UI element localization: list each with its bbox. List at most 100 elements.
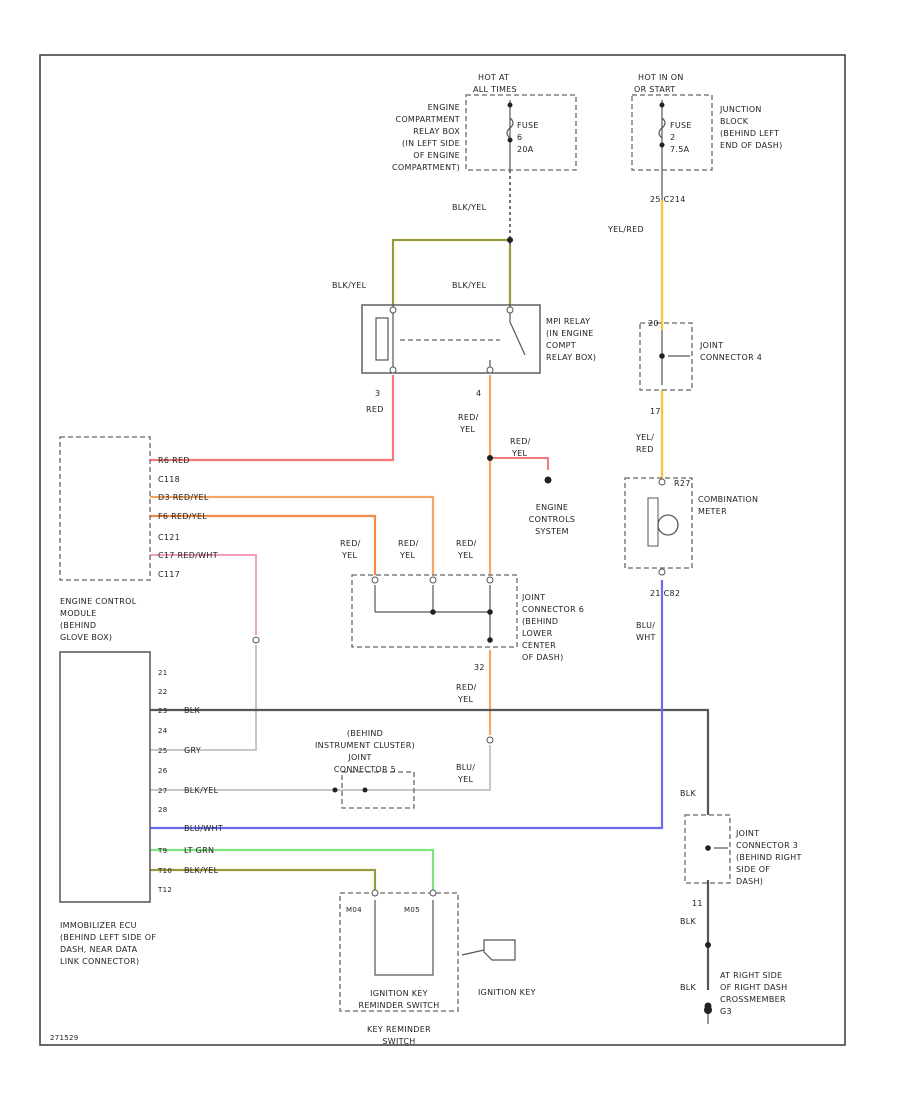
label-ignition-key: IGNITION KEY <box>478 988 536 997</box>
svg-text:BLU/: BLU/ <box>636 621 655 630</box>
svg-text:(BEHIND LEFT SIDE OF: (BEHIND LEFT SIDE OF <box>60 933 156 942</box>
svg-text:HOT AT: HOT AT <box>478 73 509 82</box>
label-fuse-left: FUSE 6 20A <box>517 121 539 154</box>
label-imm-wire-gry: GRY <box>184 746 201 755</box>
svg-text:(BEHIND LEFT: (BEHIND LEFT <box>720 129 779 138</box>
svg-text:YEL/: YEL/ <box>635 433 654 442</box>
label-wire-red-yel-c: RED/ YEL <box>456 539 476 560</box>
label-ground: AT RIGHT SIDE OF RIGHT DASH CROSSMEMBER … <box>720 971 787 1016</box>
svg-text:FUSE: FUSE <box>517 121 539 130</box>
label-figure-code: 271529 <box>50 1034 79 1042</box>
svg-text:22: 22 <box>158 688 168 696</box>
svg-text:OR START: OR START <box>634 85 675 94</box>
label-imm-wire-lt-grn: LT GRN <box>184 846 214 855</box>
svg-text:7.5A: 7.5A <box>670 145 690 154</box>
svg-text:(BEHIND: (BEHIND <box>60 621 96 630</box>
svg-text:CENTER: CENTER <box>522 641 556 650</box>
mpi-relay-box <box>361 304 541 374</box>
svg-text:ENGINE CONTROL: ENGINE CONTROL <box>60 597 137 606</box>
svg-text:YEL: YEL <box>341 551 358 560</box>
label-fuse-right: FUSE 2 7.5A <box>670 121 691 154</box>
svg-text:CROSSMEMBER: CROSSMEMBER <box>720 995 786 1004</box>
label-wire-red-yel-relay: RED/ YEL <box>458 413 479 434</box>
label-ecm: ENGINE CONTROL MODULE (BEHIND GLOVE BOX) <box>60 597 137 642</box>
svg-text:G3: G3 <box>720 1007 732 1016</box>
svg-text:ENGINE: ENGINE <box>428 103 460 112</box>
svg-text:20A: 20A <box>517 145 534 154</box>
svg-text:COMBINATION: COMBINATION <box>698 495 758 504</box>
svg-text:(IN LEFT SIDE: (IN LEFT SIDE <box>402 139 460 148</box>
svg-text:COMPARTMENT): COMPARTMENT) <box>392 163 460 172</box>
label-imm-wire-blk-yel-2: BLK/YEL <box>184 866 219 875</box>
svg-text:25: 25 <box>158 747 168 755</box>
combination-meter-box <box>624 477 693 569</box>
label-joint-connector-6: JOINT CONNECTOR 6 (BEHIND LOWER CENTER O… <box>521 593 584 662</box>
svg-text:LINK CONNECTOR): LINK CONNECTOR) <box>60 957 139 966</box>
svg-text:GLOVE BOX): GLOVE BOX) <box>60 633 112 642</box>
svg-text:CONTROLS: CONTROLS <box>529 515 576 524</box>
svg-text:RED: RED <box>636 445 654 454</box>
label-instrument-jc: (BEHIND INSTRUMENT CLUSTER) JOINT CONNEC… <box>315 729 415 774</box>
svg-text:SYSTEM: SYSTEM <box>535 527 569 536</box>
svg-text:21: 21 <box>158 669 168 677</box>
svg-text:(IN ENGINE: (IN ENGINE <box>546 329 594 338</box>
label-wire-blk-yel-right: BLK/YEL <box>452 281 487 290</box>
svg-text:WHT: WHT <box>636 633 656 642</box>
label-wire-blk-yel-top: BLK/YEL <box>452 203 487 212</box>
immobilizer-ecu-box <box>59 651 151 903</box>
label-ecm-wire-red-yel-1: D3 RED/YEL <box>158 493 209 502</box>
svg-text:RELAY BOX): RELAY BOX) <box>546 353 596 362</box>
label-key-reminder-switch: KEY REMINDER SWITCH <box>367 1025 431 1046</box>
svg-text:JOINT: JOINT <box>347 753 371 762</box>
label-jc6-pin: 32 <box>474 663 485 672</box>
svg-text:OF DASH): OF DASH) <box>522 653 564 662</box>
svg-text:T10: T10 <box>157 867 172 875</box>
svg-text:BLOCK: BLOCK <box>720 117 749 126</box>
svg-text:AT RIGHT SIDE: AT RIGHT SIDE <box>720 971 782 980</box>
svg-text:CONNECTOR 5: CONNECTOR 5 <box>334 765 396 774</box>
svg-text:YEL: YEL <box>457 551 474 560</box>
label-wire-red-yel-branch: RED/ YEL <box>510 437 531 458</box>
svg-text:RED/: RED/ <box>458 413 479 422</box>
label-imm-wire-blk: BLK <box>184 706 201 715</box>
label-hot-in-on: HOT IN ON OR START <box>634 73 683 94</box>
svg-text:(BEHIND: (BEHIND <box>347 729 383 738</box>
wire-red-yel-f6 <box>150 514 377 575</box>
wire-red-yel-branch <box>490 457 549 470</box>
label-relay-pin-3: 3 <box>375 389 380 398</box>
wire-red-relay-ecm <box>150 375 395 462</box>
label-key-pin-m04: M04 <box>346 906 362 914</box>
label-mpi-relay: MPI RELAY (IN ENGINE COMPT RELAY BOX) <box>546 317 596 362</box>
label-wire-blk-yel-left: BLK/YEL <box>332 281 367 290</box>
label-engine-controls-system: ENGINE CONTROLS SYSTEM <box>529 503 576 536</box>
svg-text:JOINT: JOINT <box>735 829 759 838</box>
label-wire-blk-lower: BLK <box>680 917 697 926</box>
svg-text:RED/: RED/ <box>456 683 477 692</box>
svg-text:RED/: RED/ <box>340 539 361 548</box>
label-jc3-pin: 11 <box>692 899 703 908</box>
svg-text:DASH, NEAR DATA: DASH, NEAR DATA <box>60 945 138 954</box>
svg-text:6: 6 <box>517 133 522 142</box>
svg-text:CONNECTOR 6: CONNECTOR 6 <box>522 605 584 614</box>
svg-text:COMPT: COMPT <box>546 341 576 350</box>
svg-text:2: 2 <box>670 133 675 142</box>
svg-text:YEL: YEL <box>459 425 476 434</box>
joint-connector-6-box <box>351 574 518 648</box>
svg-text:COMPARTMENT: COMPARTMENT <box>395 115 460 124</box>
label-wire-blk-right: BLK <box>680 789 697 798</box>
svg-text:RED/: RED/ <box>510 437 531 446</box>
svg-text:ALL TIMES: ALL TIMES <box>473 85 517 94</box>
label-jc4-pin-top: 20 <box>648 319 659 328</box>
svg-text:SIDE OF: SIDE OF <box>736 865 770 874</box>
svg-text:YEL: YEL <box>457 695 474 704</box>
label-junction-block: JUNCTION BLOCK (BEHIND LEFT END OF DASH) <box>719 105 782 150</box>
label-joint-connector-4: JOINT CONNECTOR 4 <box>699 341 762 362</box>
svg-text:(BEHIND RIGHT: (BEHIND RIGHT <box>736 853 802 862</box>
label-jc4-pin-bottom: 17 <box>650 407 661 416</box>
label-wire-red-yel-b: RED/ YEL <box>398 539 418 560</box>
label-key-pin-m05: M05 <box>404 906 420 914</box>
fuse-box-right <box>631 94 713 171</box>
fuse-box-left <box>465 94 577 171</box>
svg-text:YEL: YEL <box>457 775 474 784</box>
